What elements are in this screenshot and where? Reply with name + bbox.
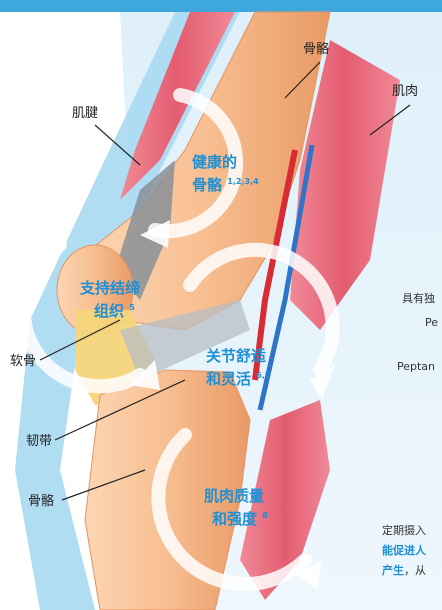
label-cartilage: 软骨 (10, 350, 36, 369)
side-text-2: Pe (425, 316, 438, 329)
callout-muscle-mass: 肌肉质量 和强度 8 (204, 486, 268, 529)
side-text-6: 产生，从 (382, 562, 426, 578)
label-bone-top: 骨骼 (303, 38, 329, 57)
top-bar (0, 0, 442, 12)
side-text-3: Peptan (397, 360, 435, 373)
label-bone-bottom: 骨骼 (28, 490, 54, 509)
side-text-4: 定期摄入 (382, 522, 426, 538)
label-tendon: 肌腱 (72, 102, 98, 121)
side-text-5: 能促进人 (382, 542, 426, 558)
callout-joint-comfort: 关节舒适 和灵活 6,7 (206, 346, 270, 389)
label-ligament: 韧带 (26, 430, 52, 449)
callout-connective-tissue: 支持结缔 组织 5 (80, 278, 140, 321)
label-muscle: 肌肉 (392, 80, 418, 99)
side-text-1: 具有独 (402, 290, 435, 306)
callout-healthy-bones: 健康的 骨骼 1,2,3,4 (192, 152, 259, 195)
